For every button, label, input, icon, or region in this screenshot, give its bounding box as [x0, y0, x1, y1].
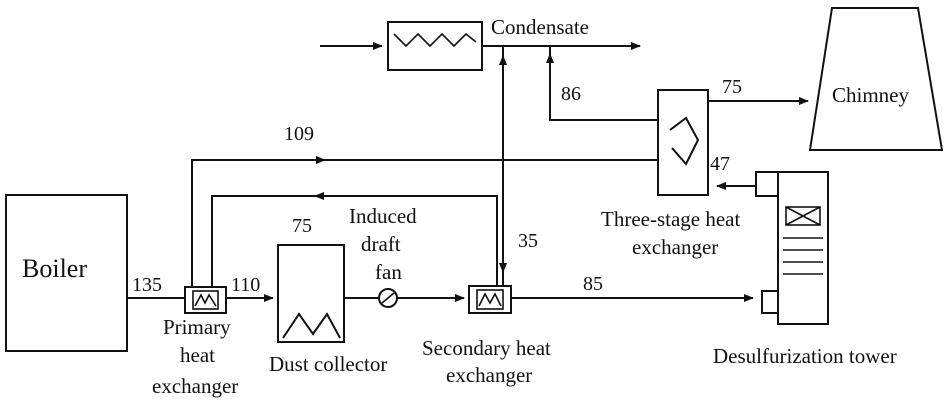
tower-top-cap [755, 171, 779, 197]
fan-blade [381, 292, 395, 304]
secondary-hx-label-2: exchanger [446, 363, 532, 387]
secondary-hx-label-1: Secondary heat [422, 336, 551, 360]
fan-label-2: draft [361, 232, 401, 256]
primary-hx-label-3: exchanger [152, 374, 238, 398]
primary-hx-label-1: Primary [163, 315, 231, 339]
chimney-shape [808, 7, 944, 151]
primary-coil-icon [194, 293, 217, 307]
temp-primary-outlet: 110 [231, 274, 260, 296]
temp-boiler-outlet: 135 [132, 274, 162, 296]
secondary-heat-exchanger-inner [476, 289, 504, 310]
tower-inlet-nozzle [761, 290, 779, 314]
fan-label-3: fan [375, 260, 402, 284]
desulfurization-tower-box [777, 171, 829, 325]
dust-collector-label: Dust collector [269, 352, 387, 376]
temp-primary-return: 109 [284, 123, 314, 145]
water-loop-return [211, 195, 498, 287]
boiler-label: Boiler [22, 254, 87, 283]
temp-tower-outlet: 47 [710, 153, 730, 175]
boiler-box [5, 194, 128, 352]
tower-packing-section [785, 206, 821, 226]
dust-collector-coil-icon [282, 312, 341, 339]
fan-label-1: Induced [349, 204, 417, 228]
temp-dust-collector: 75 [292, 215, 312, 237]
temp-water-loop: 86 [561, 83, 581, 105]
three-stage-label-1: Three-stage heat [601, 207, 740, 231]
desulfurization-tower-label: Desulfurization tower [713, 344, 897, 368]
three-stage-label-2: exchanger [632, 235, 718, 259]
temp-secondary-outlet: 85 [583, 273, 603, 295]
condenser-box [387, 21, 483, 71]
tower-packing-cross-2 [785, 206, 821, 226]
condenser-coil-icon [393, 32, 477, 48]
condensate-label: Condensate [491, 15, 589, 39]
secondary-coil-icon [478, 292, 502, 307]
temp-chimney-inlet: 75 [722, 76, 742, 98]
primary-heat-exchanger-inner [192, 290, 219, 310]
three-stage-coil-icon [669, 116, 700, 166]
chimney-label: Chimney [832, 83, 909, 107]
water-line-109 [191, 159, 660, 287]
three-stage-heat-exchanger-box [657, 89, 709, 196]
primary-hx-label-2: heat [180, 343, 215, 367]
temp-secondary-water: 35 [518, 230, 538, 252]
